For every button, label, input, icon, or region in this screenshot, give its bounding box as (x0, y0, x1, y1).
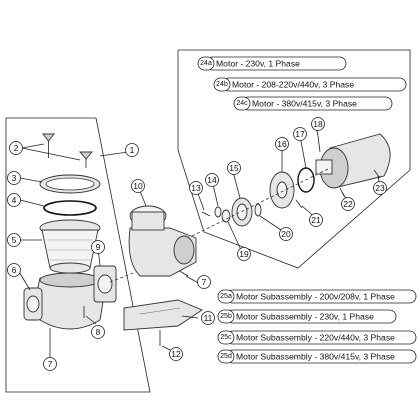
motor-label: Motor - 380v/415v, 3 Phase (252, 99, 357, 109)
callout-number: 4 (12, 195, 17, 205)
callout-19: 19 (237, 247, 251, 261)
callout-12: 12 (169, 347, 183, 361)
motor-options: 24a Motor - 230v, 1 Phase 24b Motor - 20… (197, 56, 407, 111)
callout-21: 21 (309, 213, 323, 227)
callout-4: 4 (7, 193, 21, 207)
bolt-23 (373, 169, 381, 179)
subassembly-label: Motor Subassembly - 380v/415v, 3 Phase (236, 352, 395, 362)
callout-number: 18 (313, 119, 323, 129)
subassembly-code: 25b (220, 313, 232, 320)
callout-number: 3 (12, 173, 17, 183)
callout-number: 10 (133, 181, 143, 191)
callout-14: 14 (205, 173, 219, 187)
screw-2b (79, 151, 93, 168)
callout-17: 17 (293, 127, 307, 141)
assembly-axes (109, 167, 331, 283)
callout-10: 10 (131, 179, 145, 193)
bolt-18 (317, 135, 321, 153)
callout-7b: 7 (197, 275, 211, 289)
callout-number: 2 (14, 143, 19, 153)
washer-14 (214, 206, 222, 218)
motor-label: Motor - 208-220v/440v, 3 Phase (232, 80, 354, 90)
callout-number: 7 (202, 277, 207, 287)
seal-plate-16 (269, 171, 295, 209)
callout-number: 11 (204, 313, 213, 323)
callout-number: 1 (130, 145, 135, 155)
shaft-seal-19 (221, 209, 231, 223)
callout-5: 5 (7, 233, 21, 247)
motor-code: 24a (200, 60, 212, 67)
left-assembly-boundary (5, 117, 151, 393)
motor-base (123, 299, 203, 331)
callout-number: 16 (277, 139, 287, 149)
callouts: 1 2 3 4 5 6 9 8 7 10 7 11 12 13 14 15 19… (7, 117, 387, 371)
callout-number: 19 (239, 249, 249, 259)
callout-number: 6 (12, 265, 17, 275)
motor-assembly-boundary (177, 49, 411, 269)
motor-option-24c: 24c Motor - 380v/415v, 3 Phase (233, 96, 393, 111)
callout-7a: 7 (43, 357, 57, 371)
subassembly-option-25c: 25c Motor Subassembly - 220v/440v, 3 Pha… (217, 330, 417, 345)
callout-number: 8 (96, 327, 101, 337)
lid-clamp-ring (39, 174, 101, 194)
strainer-basket (39, 219, 101, 274)
callout-3: 3 (7, 171, 21, 185)
callout-23: 23 (373, 181, 387, 195)
subassembly-code: 25d (220, 353, 232, 360)
impeller-15 (231, 197, 253, 227)
subassembly-option-25d: 25d Motor Subassembly - 380v/415v, 3 Pha… (217, 349, 417, 364)
callout-number: 21 (311, 215, 321, 225)
motor-code: 24c (236, 100, 248, 107)
motor-housing (315, 133, 391, 189)
callout-number: 22 (343, 199, 353, 209)
callout-number: 13 (191, 183, 201, 193)
callout-18: 18 (311, 117, 325, 131)
callout-22: 22 (341, 197, 355, 211)
callout-number: 9 (96, 242, 101, 252)
callout-20: 20 (279, 227, 293, 241)
motor-option-24a: 24a Motor - 230v, 1 Phase (197, 56, 347, 71)
subassembly-code: 25c (220, 334, 232, 341)
diffuser-ring-20 (254, 203, 262, 217)
subassembly-code: 25a (220, 293, 232, 300)
subassembly-label: Motor Subassembly - 220v/440v, 3 Phase (236, 333, 395, 343)
motor-option-24b: 24b Motor - 208-220v/440v, 3 Phase (213, 77, 407, 92)
callout-number: 5 (12, 235, 17, 245)
screw-13 (201, 211, 211, 217)
callout-number: 7 (48, 359, 53, 369)
subassembly-label: Motor Subassembly - 230v, 1 Phase (236, 312, 374, 322)
motor-code: 24b (216, 81, 228, 88)
callout-2: 2 (9, 141, 23, 155)
callout-8: 8 (91, 325, 105, 339)
callout-number: 23 (375, 183, 385, 193)
callout-11: 11 (201, 311, 215, 325)
outlet-flange (93, 265, 117, 303)
lid-o-ring (43, 200, 97, 216)
bolt-21 (295, 199, 303, 209)
subassembly-options: 25a Motor Subassembly - 200v/208v, 1 Pha… (217, 289, 417, 364)
callout-9: 9 (91, 240, 105, 254)
callout-number: 15 (229, 163, 239, 173)
callout-1: 1 (125, 143, 139, 157)
callout-number: 12 (171, 349, 181, 359)
callout-number: 14 (207, 175, 217, 185)
subassembly-label: Motor Subassembly - 200v/208v, 1 Phase (236, 292, 395, 302)
callout-number: 20 (281, 229, 291, 239)
screw-2 (42, 133, 55, 158)
callout-13: 13 (189, 181, 203, 195)
strainer-housing (23, 272, 105, 330)
callout-16: 16 (275, 137, 289, 151)
callout-number: 17 (295, 129, 305, 139)
subassembly-option-25b: 25b Motor Subassembly - 230v, 1 Phase (217, 309, 397, 324)
motor-label: Motor - 230v, 1 Phase (216, 59, 300, 69)
pump-volute-housing (128, 205, 197, 277)
callout-15: 15 (227, 161, 241, 175)
subassembly-option-25a: 25a Motor Subassembly - 200v/208v, 1 Pha… (217, 289, 417, 304)
callout-6: 6 (7, 263, 21, 277)
